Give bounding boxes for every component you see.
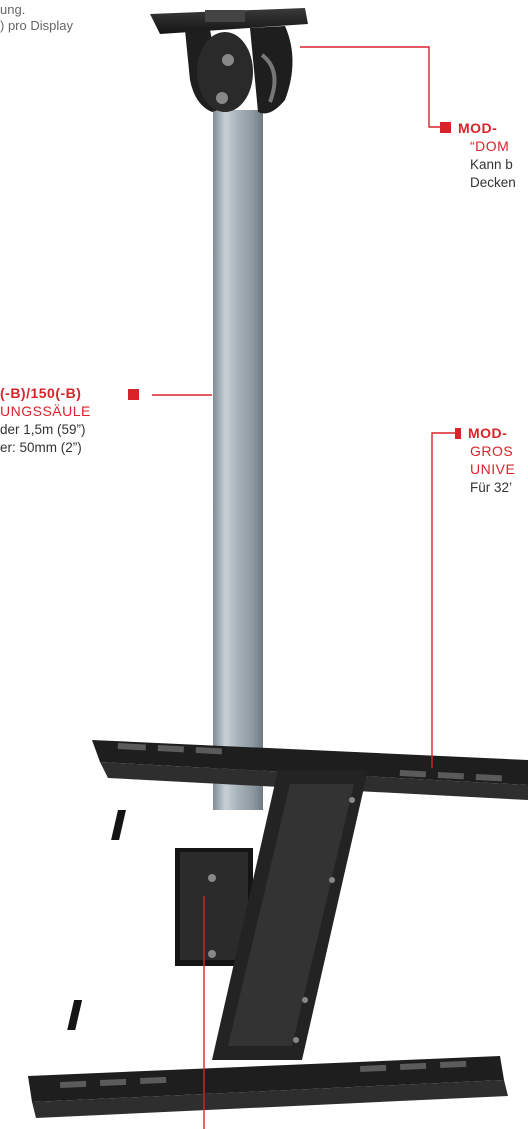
ceiling-plate [150,8,308,114]
tilt-housing [175,848,253,966]
adapter-callout-subtitle-1: GROS [470,443,514,459]
ceiling-callout-title: MOD- [458,120,498,136]
column-callout-title: (-B)/150(-B) [0,385,82,401]
lower-adapter-arm [28,1056,508,1118]
note-line-1: ung. [0,2,26,17]
column-callout-desc-1: der 1,5m (59”) [0,422,86,437]
callout-leader-lines [152,46,455,1129]
extension-column [213,110,263,810]
column-callout-desc-2: er: 50mm (2”) [0,440,82,455]
ceiling-callout-desc-2: Decken [470,175,516,190]
note-line-2: ) pro Display [0,18,73,33]
ceiling-callout-desc-1: Kann b [470,157,513,172]
ceiling-callout-subtitle: “DOM [470,138,510,154]
adapter-callout-subtitle-2: UNIVE [470,461,516,477]
adapter-callout-title: MOD- [468,425,508,441]
callout-markers [128,122,461,439]
vertical-mount-plate [67,770,368,1060]
column-callout-subtitle: UNGSSÄULE [0,403,91,419]
adapter-callout-desc-1: Für 32’ [470,480,513,495]
